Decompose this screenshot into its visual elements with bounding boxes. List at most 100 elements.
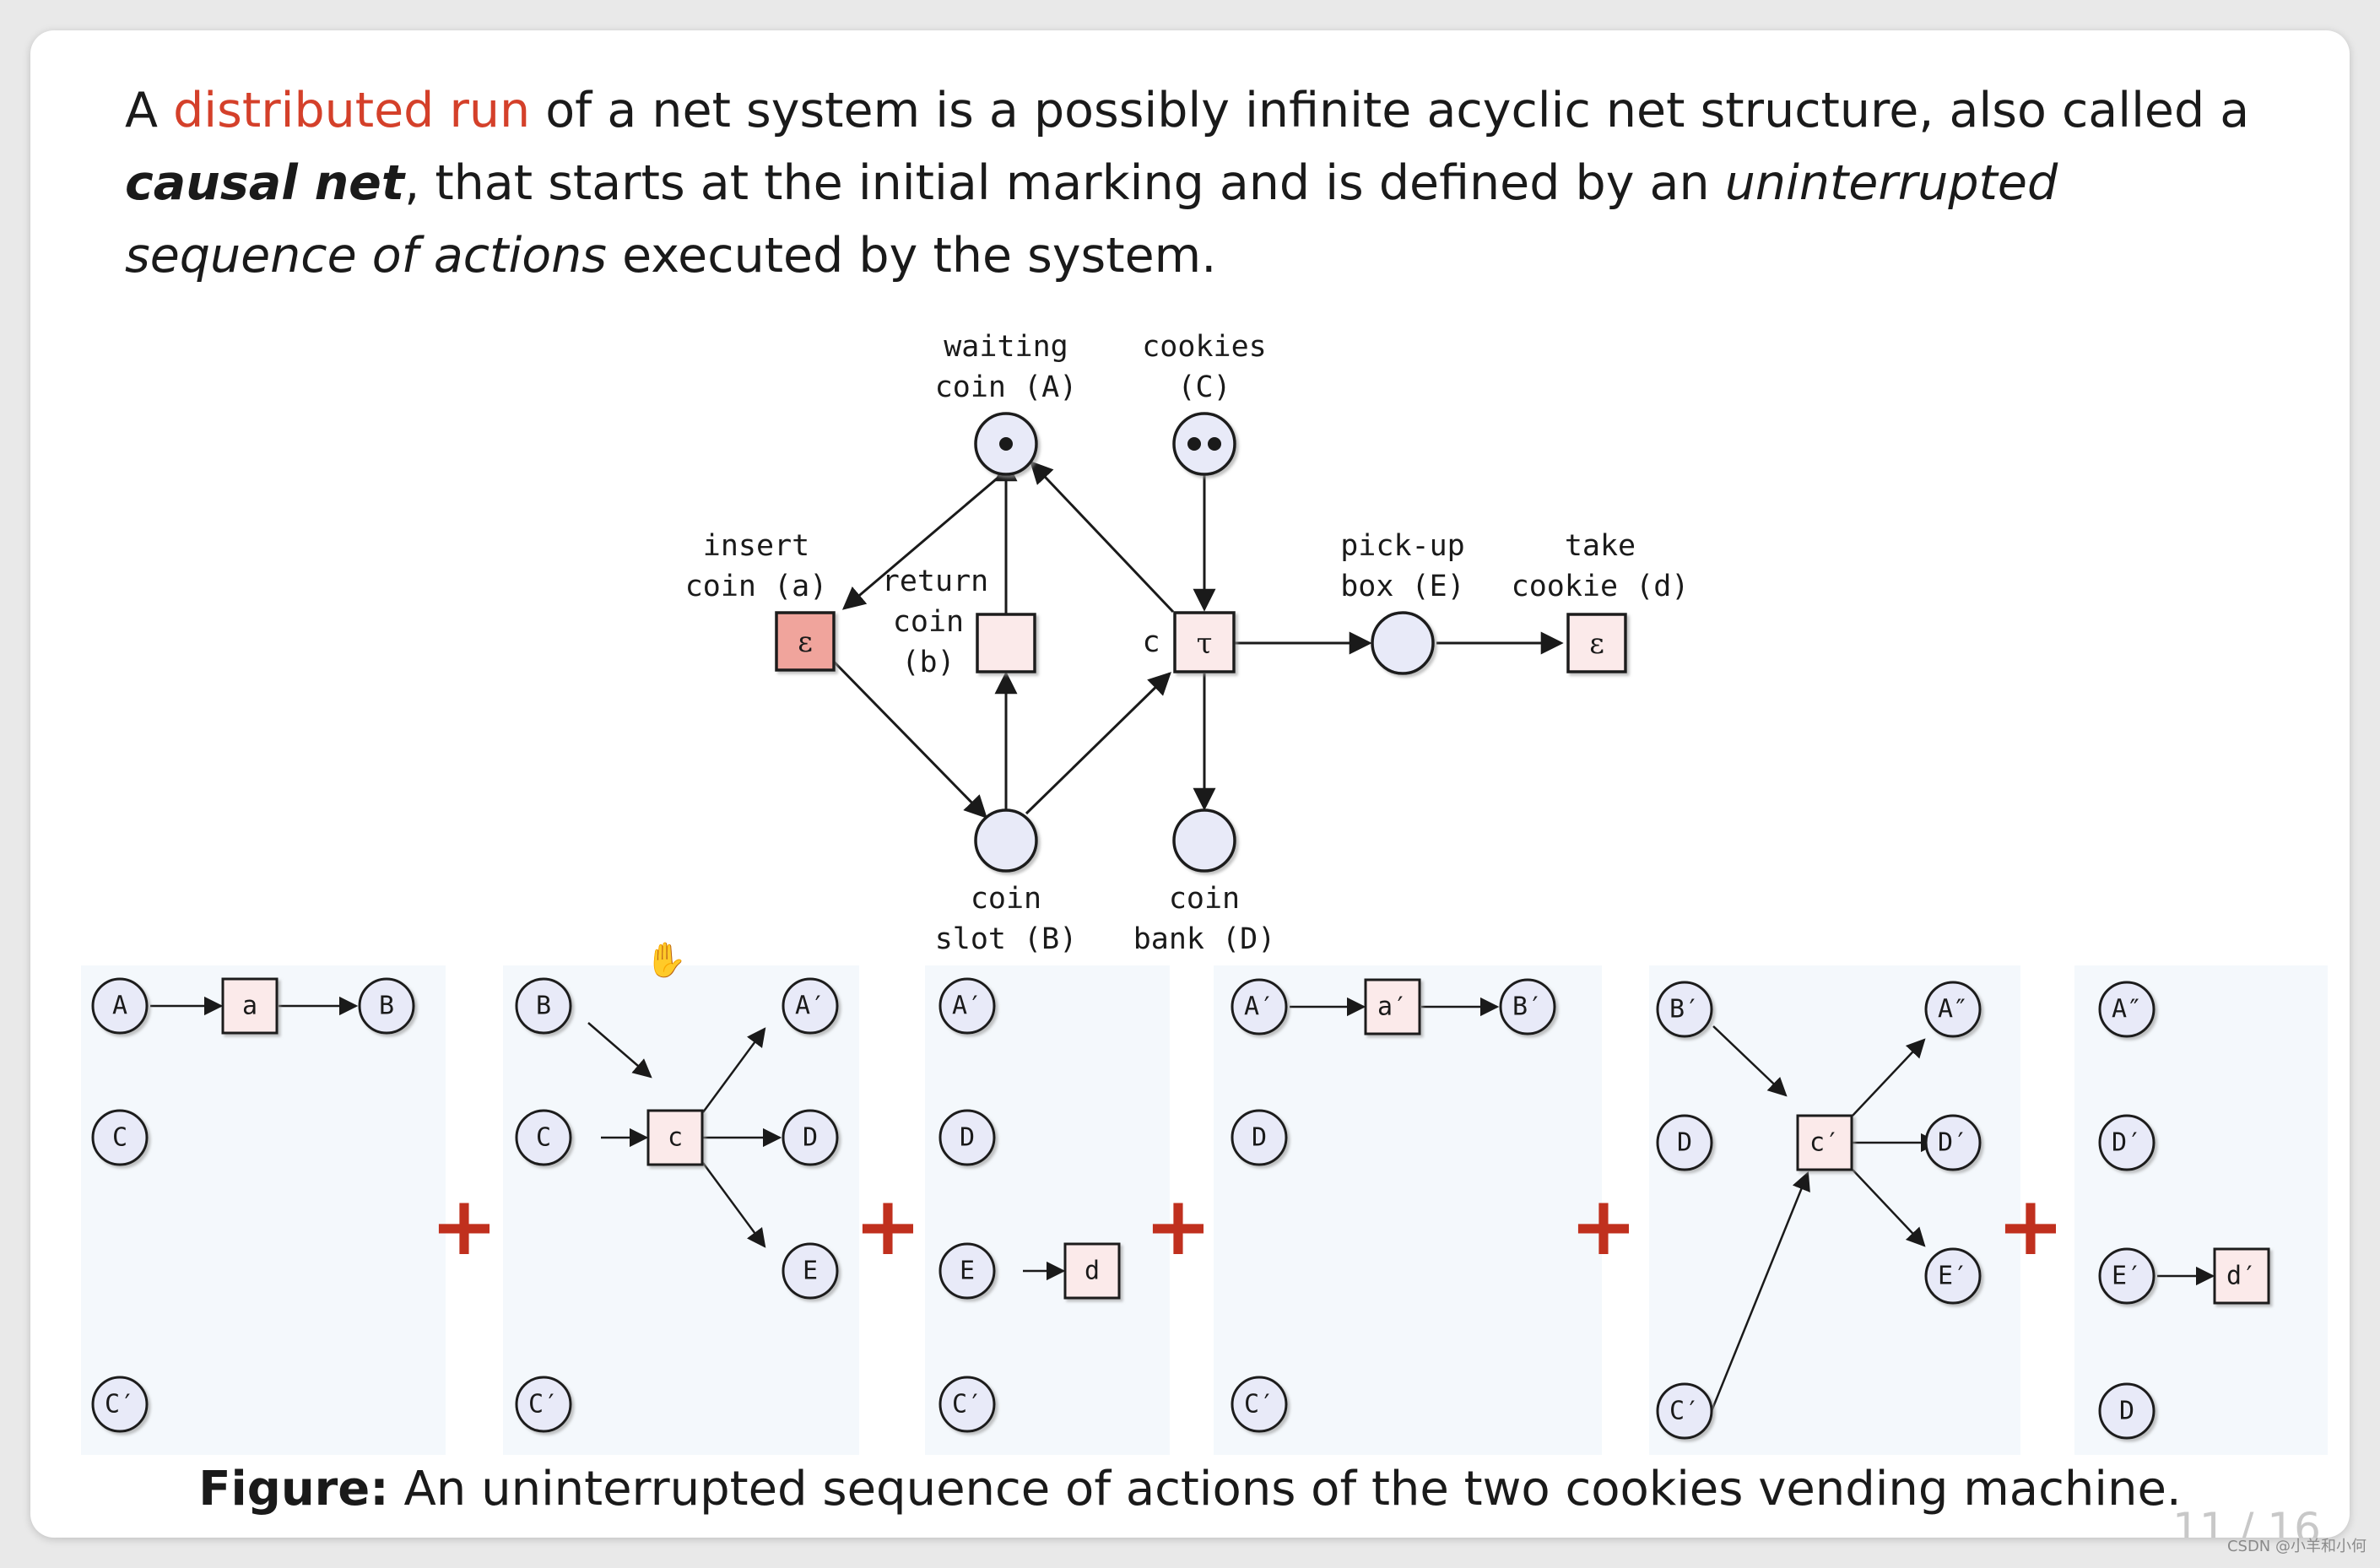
label-waiting-coin: coin (A) bbox=[935, 370, 1078, 404]
run-place-A-prime bbox=[1231, 978, 1288, 1035]
petri-net-diagram: waiting coin (A) cookies (C) insert coin… bbox=[81, 330, 2328, 1455]
plus-sign: + bbox=[1144, 1179, 1212, 1273]
run-label: c′ bbox=[1809, 1128, 1840, 1158]
run-label: D′ bbox=[1938, 1128, 1968, 1158]
slide: A distributed run of a net system is a p… bbox=[30, 30, 2350, 1538]
plus-sign: + bbox=[1570, 1179, 1637, 1273]
run-place-B bbox=[358, 977, 415, 1035]
run-place-C bbox=[91, 1109, 149, 1166]
caption-text: An uninterrupted sequence of actions of … bbox=[388, 1462, 2182, 1517]
label-take: take bbox=[1565, 529, 1636, 563]
run-place-B bbox=[515, 977, 572, 1035]
run-place-A-double-prime bbox=[1924, 981, 1982, 1038]
intro-text: , that starts at the initial marking and… bbox=[404, 155, 1725, 211]
run-label: B bbox=[379, 992, 394, 1021]
run-transition-a-prime bbox=[1364, 978, 1421, 1035]
run-place-D-prime bbox=[1924, 1114, 1982, 1171]
run-label: B′ bbox=[1669, 995, 1700, 1025]
run-label: C bbox=[536, 1123, 551, 1153]
run-place-D bbox=[1656, 1114, 1713, 1171]
run-place-C-prime bbox=[1656, 1382, 1713, 1440]
transition-take-cookie bbox=[1566, 613, 1627, 673]
run-label: B′ bbox=[1512, 992, 1543, 1022]
label-pickup-box: box (E) bbox=[1340, 570, 1465, 603]
transition-c bbox=[1173, 611, 1236, 673]
label-take-cookie: cookie (d) bbox=[1512, 570, 1690, 603]
run-label: D bbox=[803, 1123, 818, 1153]
run-place-E-prime bbox=[2098, 1247, 2156, 1305]
run-label: C′ bbox=[952, 1390, 982, 1419]
run-transition-a bbox=[221, 977, 279, 1035]
run-place-A bbox=[91, 977, 149, 1035]
run-place-E-prime bbox=[1924, 1247, 1982, 1305]
token bbox=[1187, 437, 1201, 451]
plus-sign: + bbox=[1997, 1179, 2064, 1273]
run-place-D bbox=[2098, 1382, 2156, 1440]
label-coin: coin bbox=[971, 882, 1041, 916]
run-place-C-prime bbox=[1231, 1376, 1288, 1433]
symbol-tau: τ bbox=[1197, 627, 1213, 661]
run-label: a bbox=[242, 992, 257, 1021]
intro-text: executed by the system. bbox=[607, 228, 1217, 284]
plus-sign: + bbox=[430, 1179, 498, 1273]
plus-sign: + bbox=[854, 1179, 922, 1273]
label-insert-coin: coin (a) bbox=[685, 570, 828, 603]
label-pickup: pick-up bbox=[1340, 529, 1465, 563]
run-label: D bbox=[2119, 1397, 2134, 1426]
run-place-A-double-prime bbox=[2098, 981, 2156, 1038]
place-coin-bank bbox=[1172, 808, 1236, 873]
watermark: CSDN @小羊和小何 bbox=[2226, 1538, 2366, 1555]
run-label: A bbox=[112, 992, 127, 1021]
run-label: E′ bbox=[2112, 1262, 2142, 1291]
run-transition-d-prime bbox=[2213, 1247, 2270, 1305]
hand-cursor-icon: ✋ bbox=[645, 941, 687, 980]
run-transition-d bbox=[1063, 1242, 1121, 1300]
place-pickup-box bbox=[1371, 611, 1435, 675]
term-sequence-of-actions: sequence of actions bbox=[125, 228, 608, 284]
run-place-A-prime bbox=[938, 977, 996, 1035]
label-cookies-c: (C) bbox=[1177, 370, 1231, 404]
run-label: C bbox=[112, 1123, 127, 1153]
run-place-B-prime bbox=[1499, 978, 1556, 1035]
run-transition-c bbox=[646, 1109, 704, 1166]
term-uninterrupted: uninterrupted bbox=[1724, 155, 2058, 211]
run-panel-6 bbox=[2074, 965, 2328, 1455]
run-place-D bbox=[782, 1109, 839, 1166]
run-label: A′ bbox=[952, 992, 982, 1021]
place-cookies bbox=[1172, 412, 1236, 476]
run-place-C-prime bbox=[938, 1376, 996, 1433]
label-coin-slot: slot (B) bbox=[935, 922, 1078, 956]
run-place-C-prime bbox=[515, 1376, 572, 1433]
run-label: C′ bbox=[1244, 1390, 1274, 1419]
caption-label: Figure: bbox=[198, 1462, 389, 1517]
token bbox=[1208, 437, 1221, 451]
transition-return-coin bbox=[976, 613, 1036, 673]
symbol-epsilon: ε bbox=[1589, 627, 1604, 661]
run-panel-2 bbox=[503, 965, 859, 1455]
run-label: E′ bbox=[1938, 1262, 1968, 1291]
term-distributed-run: distributed run bbox=[173, 83, 531, 138]
place-coin-slot bbox=[974, 808, 1038, 873]
run-place-C bbox=[515, 1109, 572, 1166]
label-c: c bbox=[1142, 625, 1160, 659]
run-panel-1 bbox=[81, 965, 446, 1455]
label-waiting: waiting bbox=[944, 330, 1068, 364]
net-arcs bbox=[832, 458, 1564, 819]
run-arcs bbox=[150, 996, 2215, 1412]
run-label: a′ bbox=[1377, 992, 1408, 1022]
run-place-B-prime bbox=[1656, 981, 1713, 1038]
run-transition-c-prime bbox=[1796, 1114, 1853, 1171]
run-label: c bbox=[668, 1123, 683, 1153]
run-label: C′ bbox=[1669, 1397, 1700, 1426]
run-label: D′ bbox=[2112, 1128, 2142, 1158]
run-place-C-prime bbox=[91, 1376, 149, 1433]
run-place-A-prime bbox=[782, 977, 839, 1035]
label-coin: coin bbox=[1169, 882, 1240, 916]
run-label: A″ bbox=[1938, 995, 1968, 1025]
run-place-D bbox=[938, 1109, 996, 1166]
run-label: D bbox=[960, 1123, 975, 1153]
figure-caption: Figure: An uninterrupted sequence of act… bbox=[30, 1462, 2350, 1517]
run-label: A′ bbox=[795, 992, 825, 1021]
run-panels bbox=[81, 965, 2328, 1455]
run-label: d′ bbox=[2226, 1262, 2257, 1291]
